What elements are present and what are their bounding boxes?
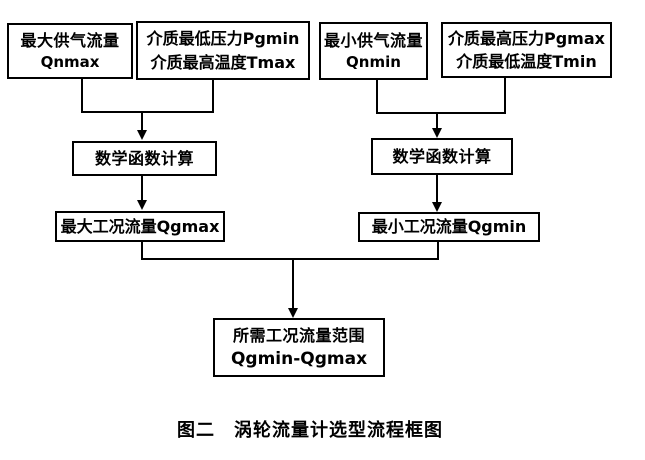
- figure-caption: 图二 涡轮流量计选型流程框图: [177, 420, 443, 441]
- node-max-pressure-line: 介质最高压力Pgmax: [448, 28, 605, 48]
- node-result-range-line1: 所需工况流量范围: [232, 325, 365, 345]
- node-max-supply-flow: 最大供气流量 Qnmax: [7, 23, 133, 79]
- connector-right-from-pgmax: [504, 78, 506, 114]
- connector-to-result: [292, 259, 294, 309]
- node-min-supply-flow-line1: 最小供气流量: [323, 30, 423, 50]
- node-result-range-line2: Qgmin-Qgmax: [230, 348, 368, 369]
- arrowhead-down-icon: [137, 130, 147, 140]
- connector-right-to-math: [436, 113, 438, 129]
- node-qgmin: 最小工况流量Qgmin: [358, 212, 540, 242]
- connector-right-from-qnmin: [376, 80, 378, 114]
- node-qgmax-label: 最大工况流量Qgmax: [60, 216, 220, 236]
- connector-left-from-qnmax: [81, 79, 83, 113]
- node-qgmin-label: 最小工况流量Qgmin: [371, 217, 527, 237]
- node-math-calc-left: 数学函数计算: [72, 141, 217, 176]
- node-max-temp-line: 介质最高温度Tmax: [150, 52, 296, 72]
- node-math-calc-right: 数学函数计算: [371, 138, 513, 175]
- node-min-pressure-max-temp: 介质最低压力Pgmin 介质最高温度Tmax: [136, 21, 310, 80]
- connector-bottom-from-qgmax: [141, 242, 143, 260]
- connector-math-right-to-qgmin: [436, 175, 438, 203]
- connector-left-from-pgmin: [212, 80, 214, 113]
- arrowhead-down-icon: [432, 128, 442, 138]
- node-math-calc-right-label: 数学函数计算: [392, 146, 492, 166]
- connector-math-left-to-qgmax: [141, 176, 143, 201]
- node-min-temp-line: 介质最低温度Tmin: [456, 52, 597, 71]
- node-math-calc-left-label: 数学函数计算: [94, 148, 194, 168]
- node-min-supply-flow-line2: Qnmin: [346, 52, 401, 71]
- arrowhead-down-icon: [137, 200, 147, 210]
- node-max-supply-flow-line1: 最大供气流量: [20, 30, 120, 50]
- node-max-pressure-min-temp: 介质最高压力Pgmax 介质最低温度Tmin: [441, 22, 612, 78]
- connector-right-merge-bar: [376, 112, 506, 114]
- connector-bottom-from-qgmin: [437, 242, 439, 260]
- connector-bottom-merge-bar: [141, 258, 439, 260]
- arrowhead-down-icon: [432, 202, 442, 212]
- node-min-pressure-line: 介质最低压力Pgmin: [146, 29, 300, 49]
- connector-left-merge-bar: [81, 111, 214, 113]
- arrowhead-down-icon: [288, 308, 298, 318]
- connector-left-to-math: [141, 112, 143, 131]
- node-max-supply-flow-line2: Qnmax: [40, 52, 100, 71]
- node-qgmax: 最大工况流量Qgmax: [55, 211, 225, 242]
- node-min-supply-flow: 最小供气流量 Qnmin: [319, 22, 428, 80]
- node-result-range: 所需工况流量范围 Qgmin-Qgmax: [213, 318, 385, 377]
